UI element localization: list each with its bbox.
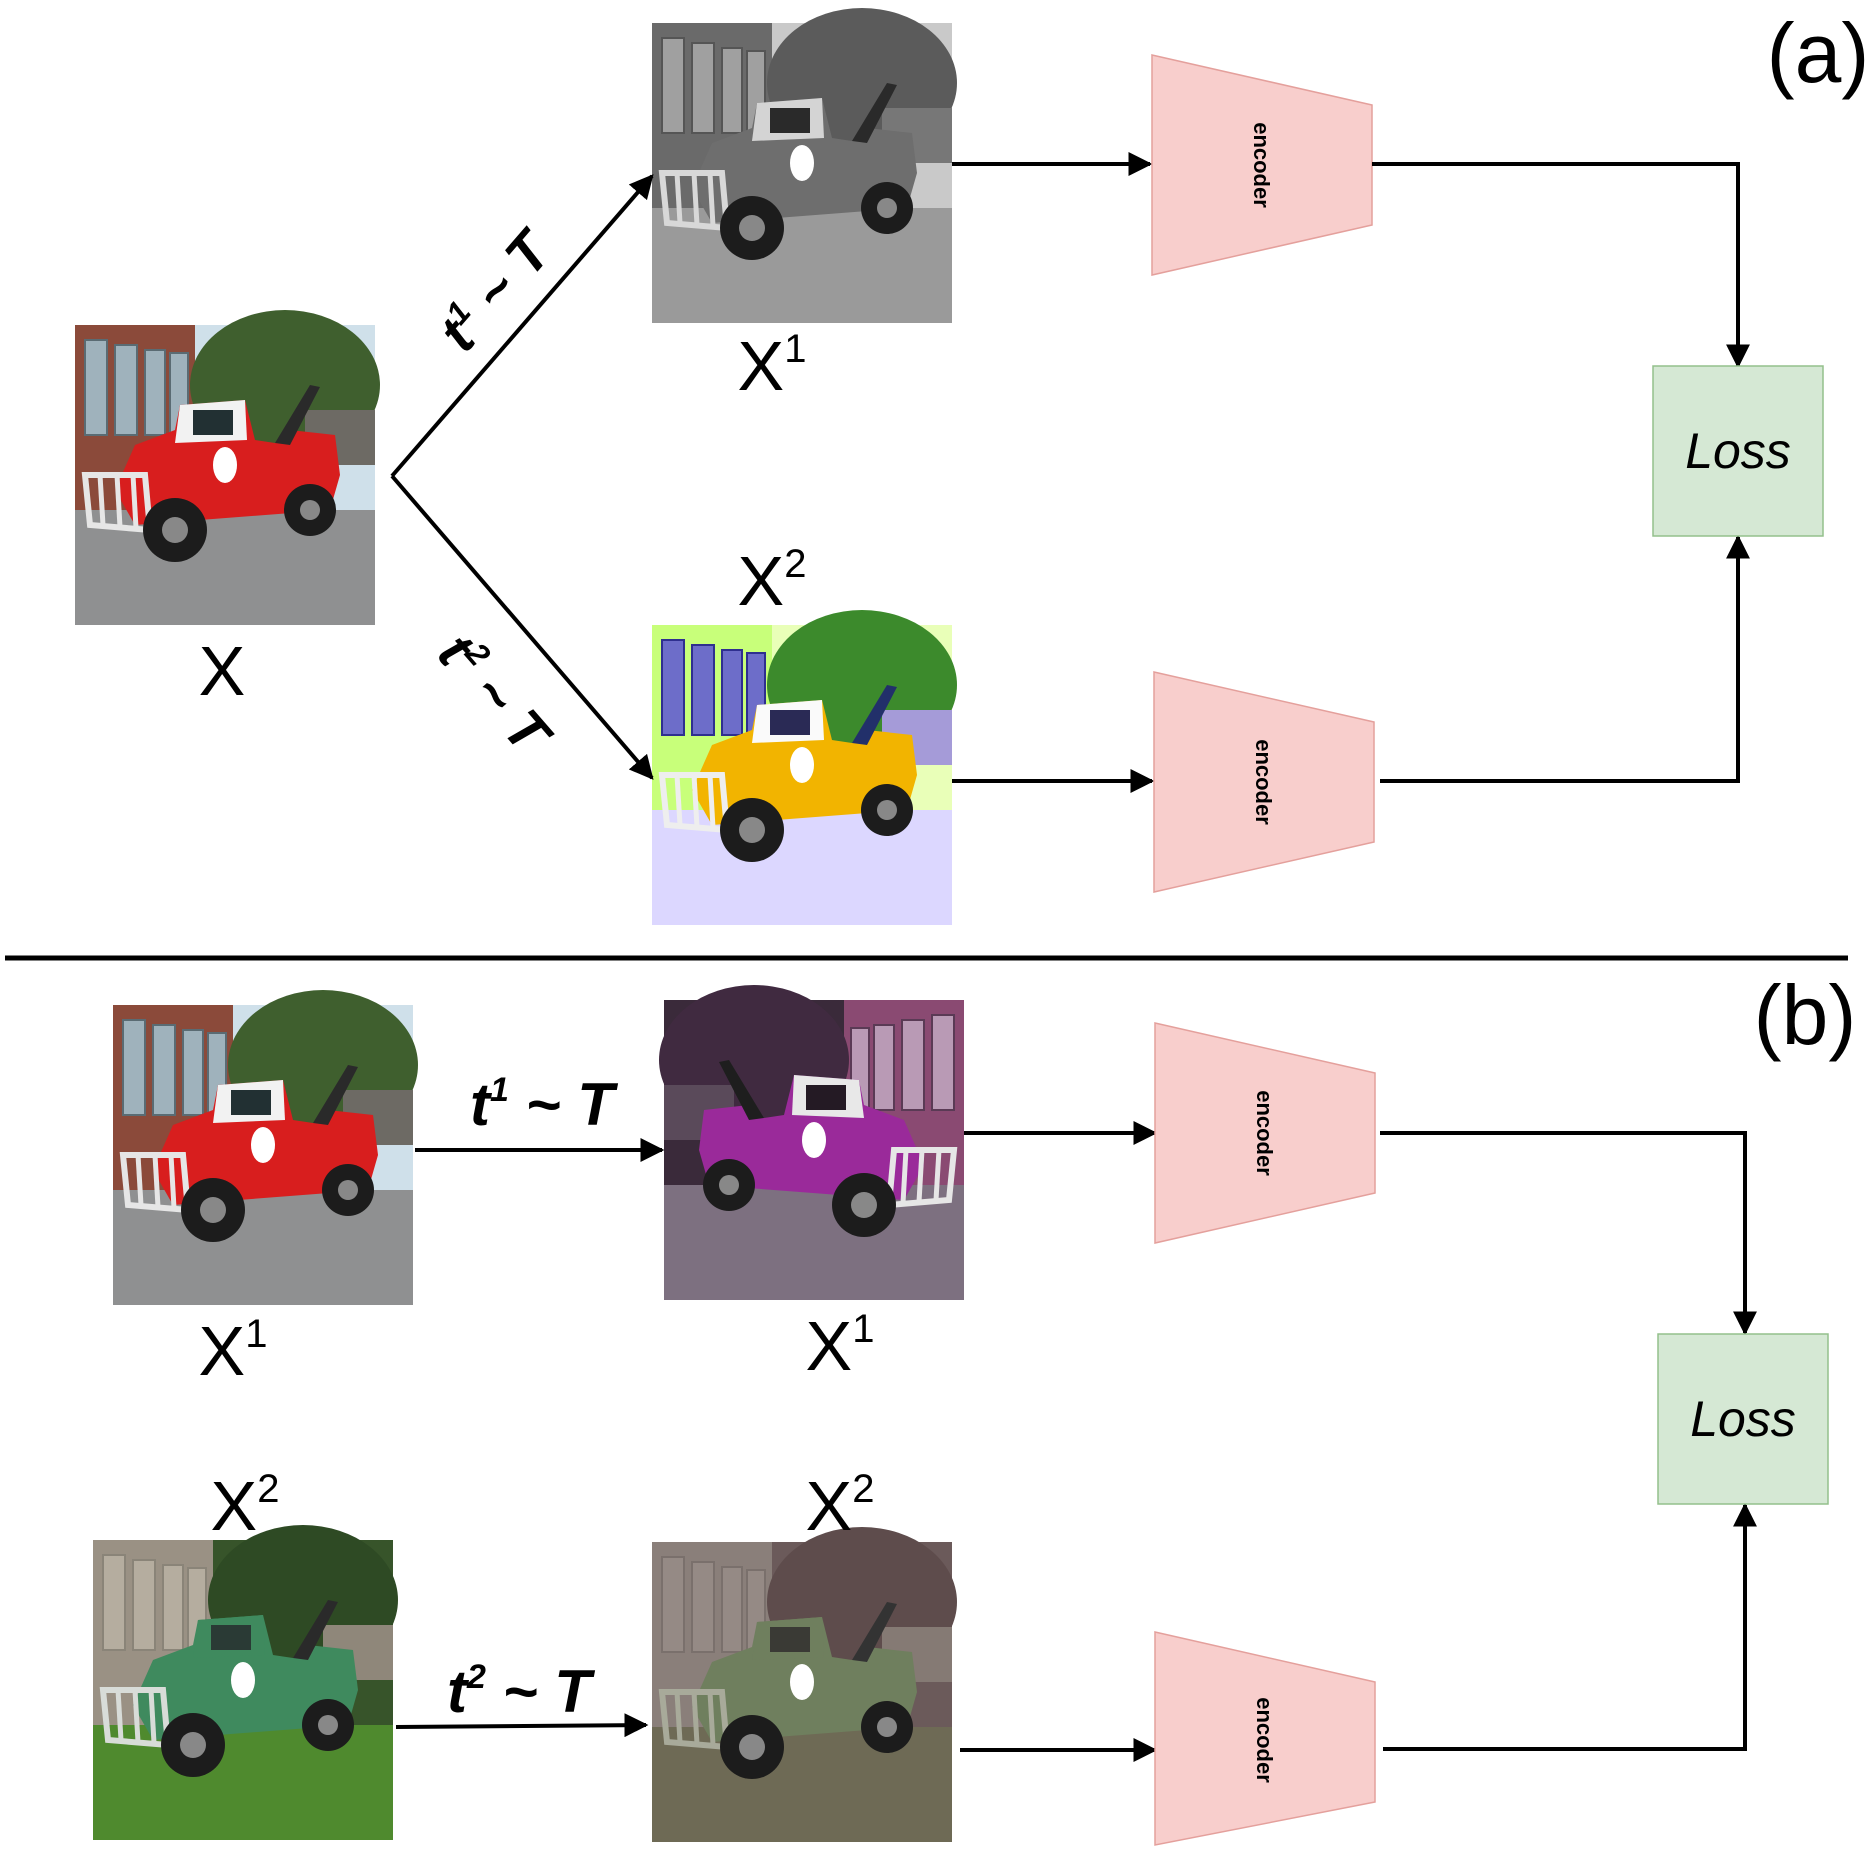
encoder-a1: encoder	[1151, 54, 1373, 276]
label-t2-top: t2 ~ T	[426, 622, 565, 768]
label-t1-bottom: t1 ~ T	[470, 1071, 618, 1138]
label-x1-bottom-out: X1	[806, 1307, 875, 1385]
label-x2-bottom-in: X2	[211, 1467, 280, 1545]
label-x1-top: X1	[738, 327, 807, 405]
arrow-encoder-b1-to-loss	[1380, 1131, 1757, 1336]
encoder-b2: encoder	[1154, 1631, 1376, 1846]
image-x	[75, 310, 380, 625]
label-x2-bottom-out: X2	[806, 1467, 875, 1545]
label-x1-bottom-in: X1	[199, 1312, 268, 1390]
label-x: X	[199, 632, 246, 710]
loss-b-label: Loss	[1690, 1391, 1796, 1447]
panel-label-a: (a)	[1767, 6, 1870, 100]
arrow-encoder-b2-to-loss	[1383, 1502, 1757, 1751]
arrow-x2-transform	[395, 1713, 649, 1738]
loss-a-label: Loss	[1685, 423, 1791, 479]
image-x2-solarized	[652, 610, 957, 925]
panel-label-b: (b)	[1754, 968, 1857, 1062]
label-t1-top: t1 ~ T	[427, 216, 566, 362]
encoder-b1: encoder	[1154, 1022, 1376, 1244]
arrow-x-to-x2	[390, 474, 654, 780]
loss-box-b: Loss	[1657, 1333, 1829, 1505]
image-x1-input	[113, 990, 418, 1305]
encoder-a2-label: encoder	[1251, 739, 1276, 825]
image-x2-output	[652, 1527, 957, 1842]
arrow-encoder-a2-to-loss	[1380, 534, 1750, 783]
encoder-a1-label: encoder	[1249, 122, 1274, 208]
label-t2-bottom: t2 ~ T	[447, 1658, 595, 1725]
image-x1-grayscale	[652, 8, 957, 323]
arrow-encoder-a1-to-loss	[1372, 162, 1750, 369]
image-x2-input	[93, 1525, 398, 1840]
encoder-b2-label: encoder	[1252, 1697, 1277, 1783]
label-x2-top: X2	[738, 542, 807, 620]
encoder-b1-label: encoder	[1252, 1090, 1277, 1176]
arrow-x-to-x1	[390, 174, 654, 478]
encoder-a2: encoder	[1153, 671, 1375, 893]
loss-box-a: Loss	[1652, 365, 1824, 537]
image-x1-output	[659, 985, 964, 1300]
